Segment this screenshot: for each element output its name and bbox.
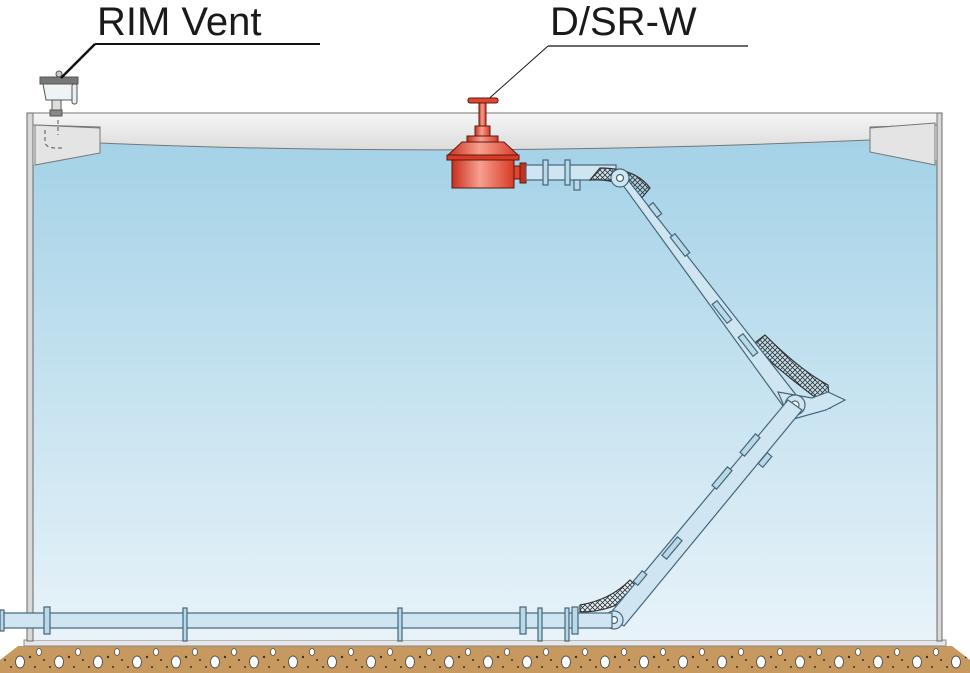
articulated-drain-pipe	[0, 159, 847, 642]
leader-lines	[60, 43, 748, 104]
drain-label: D/SR-W	[550, 0, 697, 44]
foundation	[0, 639, 970, 673]
left-pontoon	[34, 124, 101, 166]
stored-liquid	[33, 140, 937, 640]
rim-vent-label: RIM Vent	[97, 0, 262, 44]
tank-shell	[26, 112, 943, 642]
right-pontoon	[869, 122, 936, 166]
drain-valve-icon	[446, 97, 527, 189]
rim-vent-icon	[39, 70, 79, 117]
